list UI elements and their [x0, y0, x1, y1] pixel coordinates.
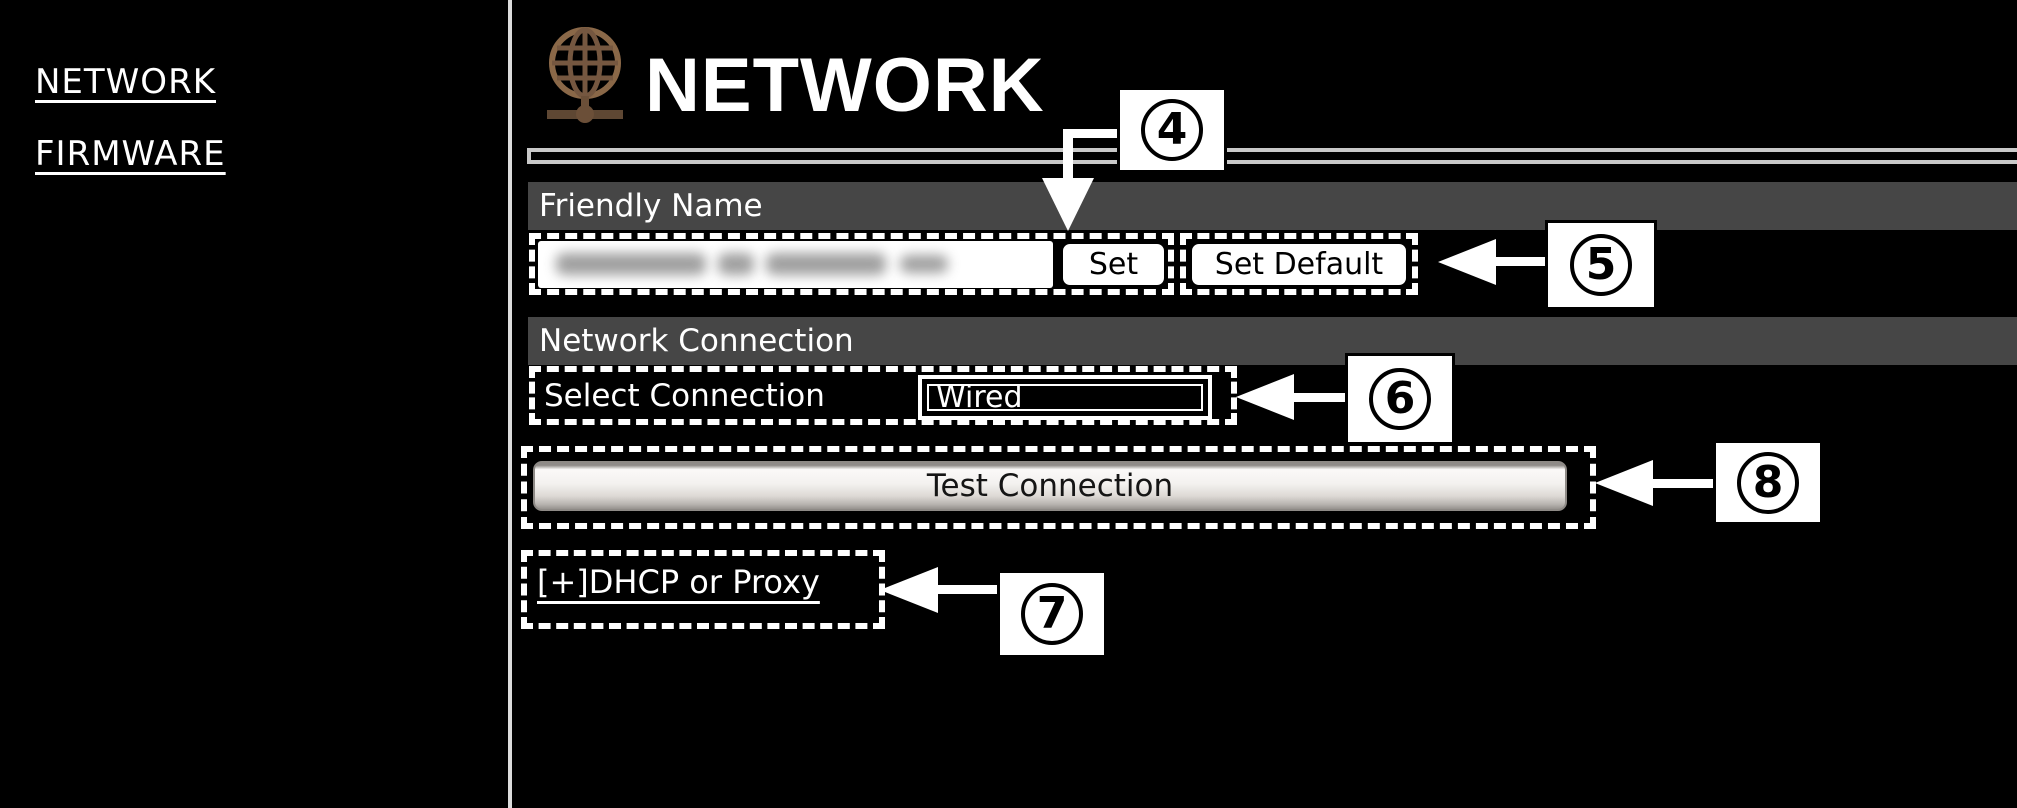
- callout-5-connector: [1490, 257, 1547, 266]
- obscured-text: [900, 255, 948, 273]
- callout-6: 6: [1345, 353, 1455, 445]
- callout-4-number: 4: [1141, 99, 1203, 161]
- callout-4-connector: [1066, 129, 1119, 138]
- callout-5: 5: [1545, 220, 1657, 310]
- callout-6-number: 6: [1369, 368, 1431, 430]
- header-divider-rule: [527, 148, 2017, 164]
- sidebar-item-firmware[interactable]: FIRMWARE: [35, 134, 226, 174]
- callout-4: 4: [1117, 87, 1227, 173]
- friendly-name-input[interactable]: [538, 241, 1053, 288]
- select-connection-label: Select Connection: [544, 378, 825, 414]
- select-connection-highlight-box: [529, 366, 1237, 425]
- callout-7: 7: [997, 570, 1107, 658]
- test-connection-button[interactable]: Test Connection: [533, 461, 1567, 511]
- obscured-text: [556, 253, 706, 275]
- set-default-highlight-box: [1180, 233, 1418, 295]
- section-header-network-connection: Network Connection: [528, 317, 2017, 365]
- test-connection-highlight-box: [521, 446, 1596, 529]
- globe-network-icon: [547, 27, 623, 123]
- friendly-name-highlight-box: [529, 233, 1174, 295]
- callout-4-connector: [1063, 129, 1073, 179]
- page-title: NETWORK: [645, 43, 1045, 128]
- callout-7-connector: [938, 585, 999, 594]
- set-default-button[interactable]: Set Default: [1189, 241, 1409, 288]
- obscured-text: [766, 253, 886, 275]
- connection-type-dropdown[interactable]: Wired: [918, 375, 1212, 420]
- callout-4-arrowhead: [1042, 178, 1094, 231]
- callout-6-connector: [1291, 393, 1347, 402]
- callout-5-arrowhead: [1438, 239, 1496, 285]
- callout-8-arrowhead: [1595, 460, 1653, 506]
- vertical-divider: [508, 0, 512, 808]
- callout-8-number: 8: [1737, 451, 1799, 514]
- callout-7-arrowhead: [880, 567, 938, 613]
- callout-5-number: 5: [1570, 234, 1632, 296]
- section-header-friendly-name: Friendly Name: [528, 182, 2017, 230]
- callout-6-arrowhead: [1236, 374, 1294, 420]
- dhcp-proxy-expander-link[interactable]: [+]DHCP or Proxy: [537, 563, 820, 601]
- callout-8-connector: [1651, 479, 1715, 488]
- sidebar-item-network[interactable]: NETWORK: [35, 62, 216, 102]
- obscured-text: [718, 253, 754, 275]
- set-button[interactable]: Set: [1060, 241, 1167, 288]
- callout-8: 8: [1713, 440, 1823, 525]
- callout-7-number: 7: [1021, 583, 1083, 645]
